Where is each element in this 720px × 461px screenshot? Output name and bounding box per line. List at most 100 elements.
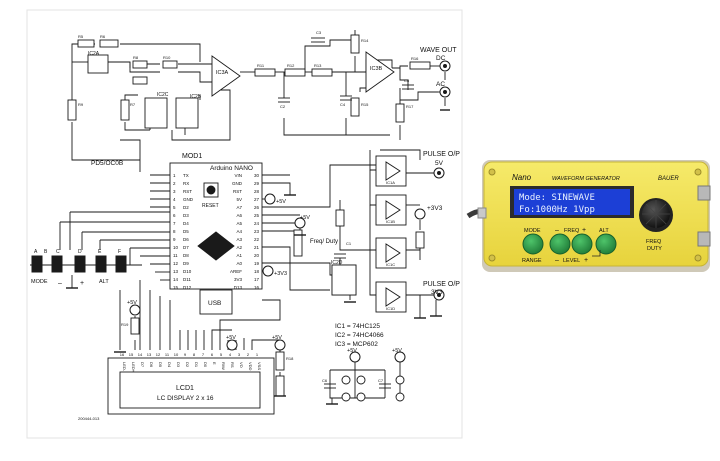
nano-pin-name: D5 [183,229,189,234]
lcd-pin-number: 1 [256,352,259,357]
nano-pin-name: D2 [183,205,189,210]
lcd-pin-name: D4 [167,362,172,368]
nano-pin-number: 30 [254,173,260,178]
nano-pin-name: A4 [236,229,242,234]
ic-label: IC2B [190,94,202,100]
lcd-line-1: Mode: SINEWAVE [519,193,595,203]
freq-duty-label: Freq/ Duty [310,239,338,245]
nano-pin-name: A2 [236,245,242,250]
lcd-pin-number: 15 [129,352,134,357]
drawing-code: 200444-013 [78,416,100,421]
nano-pin-name: D8 [183,253,189,258]
plus-label: + [80,280,84,287]
lcd-line-2: Fo:1000Hz 1Vpp [519,205,595,215]
res-label: R8 [133,55,139,60]
pulse-3v3-label: PULSE O/P [423,281,460,288]
ic-label: IC1A [386,180,395,185]
res-label: R9 [78,102,84,107]
plus-button[interactable] [571,233,593,255]
res-label: R16 [411,56,419,61]
lcd-pin-number: 4 [229,352,232,357]
ic-label: IC1B [386,219,395,224]
ic-label: IC1D [386,306,395,311]
output-jacks [129,60,451,363]
nano-pin-number: 17 [254,277,260,282]
nano-pin-number: 21 [254,245,260,250]
lcd-pin-number: 9 [184,352,187,357]
lcd-screen [514,189,630,215]
nano-pin-name: D7 [183,245,189,250]
ic-label: IC2C [157,92,169,98]
pulse-3v3-sub: 3V3 [431,289,443,296]
minus-label: – [58,280,62,287]
nano-pin-number: 18 [254,269,260,274]
mod1-label: MOD1 [182,153,202,160]
button-letter: C [56,249,60,255]
nano-pin-name: D11 [183,277,191,282]
cap-label: C1 [346,241,352,246]
lcd-pin-number: 2 [247,352,250,357]
lcd-pin-number: 8 [193,352,196,357]
nano-pin-name: RST [233,189,242,194]
cap-label: C2 [280,104,286,109]
mode-legend: MODE [524,228,541,234]
lcd-pin-name: LED+ [131,362,136,373]
nano-pin-number: 25 [254,213,260,218]
lcd1-label: LCD1 [176,385,194,392]
plus-5v-label: +5V [392,348,402,354]
res-label: R13 [314,63,322,68]
lcd-pin-number: 5 [220,352,223,357]
lcd-pin-number: 7 [202,352,205,357]
push-buttons [31,255,127,273]
nano-pin-name: A5 [236,221,242,226]
nano-pin-name: RST [183,189,192,194]
range-legend: RANGE [522,258,542,264]
cap-label: C5 [404,78,410,83]
res-label: R17 [406,104,414,109]
brand-left: Nano [512,173,532,182]
freq-legend: FREQ [564,228,580,234]
nano-pin-number: 5 [173,205,176,210]
reset-label: RESET [202,203,219,209]
schematic-labels: WAVE OUT DC AC PULSE O/P 5V PULSE O/P 3V… [31,30,460,421]
res-label: R18 [286,356,294,361]
nano-pin-number: 4 [173,197,176,202]
plus-5v-label: +5V [226,335,236,341]
lcd-pin-number: 16 [120,352,125,357]
mode-button[interactable] [522,233,544,255]
button-letter: B [44,249,48,255]
lcd-pin-number: 10 [174,352,179,357]
cap-label: C6 [322,378,328,383]
nano-pin-number: 28 [254,189,260,194]
screw [488,168,496,176]
screw [694,168,702,176]
bnc-connector [697,231,711,247]
plus-5v-label: +5V [272,335,282,341]
res-label: R12 [287,63,295,68]
side-connector [477,207,487,219]
nano-pin-name: D10 [183,269,192,274]
plus-5v-label: +5V [300,215,310,221]
mode-label: MODE [31,279,48,285]
lcd-pin-name: E [212,362,217,365]
ic1-note: IC1 = 74HC125 [335,323,380,330]
lcd-pin-name: VSS [257,362,262,370]
ic-label: IC1C [386,262,395,267]
nano-pin-number: 13 [173,269,179,274]
lcd-pin-number: 11 [165,352,170,357]
alt-button[interactable] [595,233,617,255]
minus-button[interactable] [549,233,571,255]
lcd-pin-name: D0 [203,362,208,368]
nano-pin-number: 27 [254,197,260,202]
button-letter: F [118,249,121,255]
lcd-pin-name: D6 [149,362,154,368]
nano-pin-number: 26 [254,205,260,210]
screw [488,254,496,262]
ic-label: IC3A [216,70,229,76]
nano-pin-number: 22 [254,237,260,242]
nano-pin-name: D3 [183,213,189,218]
ground-symbols [66,109,450,405]
